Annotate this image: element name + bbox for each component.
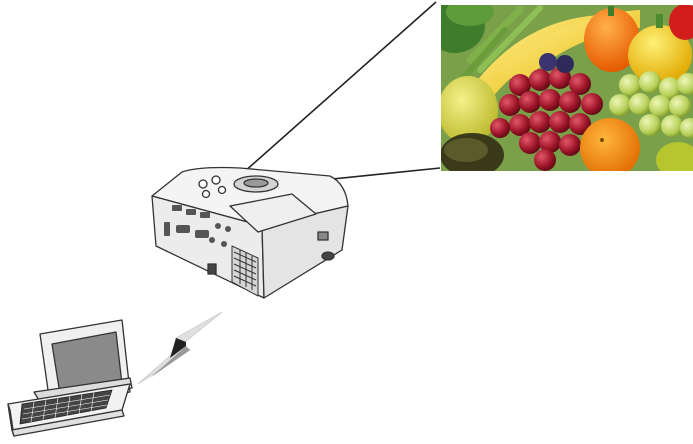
beam-line-top	[244, 2, 436, 172]
lightning-bolt-icon	[138, 312, 222, 384]
projector	[152, 168, 348, 299]
laptop-computer	[8, 320, 132, 436]
projected-image	[425, 0, 693, 178]
projection-beam	[244, 2, 440, 184]
